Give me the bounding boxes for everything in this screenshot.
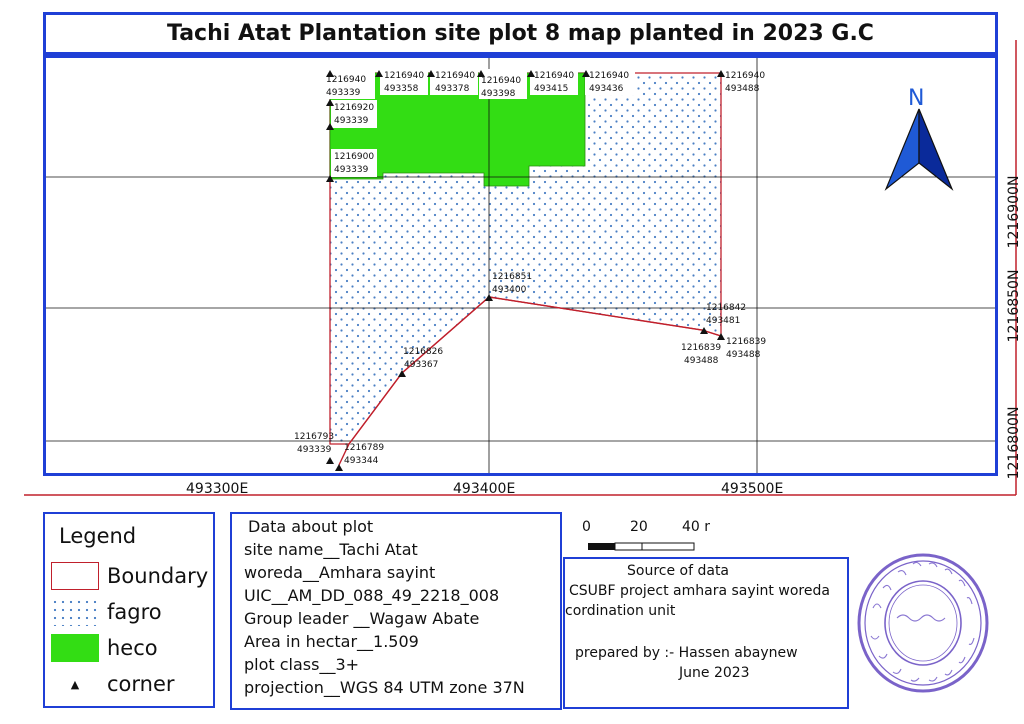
corner-label-e: 493339 [334,165,369,175]
scale-label: 20 [630,519,648,535]
legend-label: fagro [107,600,162,624]
corner-label-n: 1216940 [481,76,521,86]
legend-title: Legend [59,524,137,548]
corner-label-n: 1216940 [435,71,475,81]
corner-label-n: 1216839 [726,337,766,347]
boundary-line [338,296,490,466]
corner-label-e: 493400 [492,285,527,295]
legend-item-boundary: Boundary [51,562,208,590]
scale-bar: 0 20 40 m [580,516,718,556]
legend-label: corner [107,672,175,696]
north-arrow-icon: N [884,86,954,191]
plot-info-line: Area in hectar__1.509 [244,632,419,651]
grid-lines [46,58,995,473]
corner-label-e: 493481 [706,316,740,326]
fagro-swatch [51,598,99,626]
corner-label-n: 1216940 [589,71,629,81]
y-tick-label: 1216800N [1006,407,1022,480]
north-label: N [908,86,924,111]
heco-area [329,72,586,187]
map-frame: 1216940 493339 1216940 493358 1216940 49… [43,55,998,476]
plot-info-line: projection__WGS 84 UTM zone 37N [244,678,525,697]
source-heading: Source of data [627,563,730,579]
corner-markers [326,70,725,471]
corner-label-n: 1216851 [492,272,532,282]
corner-label-n: 1216920 [334,103,374,113]
x-tick-label: 493400E [453,481,515,497]
corner-label-e: 493488 [726,350,761,360]
x-tick-label: 493500E [721,481,783,497]
corner-label-e: 493488 [725,84,760,94]
corner-label-e: 493488 [684,356,719,366]
corner-label-n: 1216940 [534,71,574,81]
axis-layer: 493300E 493400E 493500E 1216900N 1216850… [24,40,1022,497]
corner-label-e: 493339 [334,116,369,126]
plot-info-line: UIC__AM_DD_088_49_2218_008 [244,586,500,605]
prepared-date: June 2023 [679,665,750,681]
corner-label-e: 493436 [589,84,624,94]
corner-label-e: 493398 [481,89,516,99]
corner-label-n: 1216940 [725,71,765,81]
legend-item-heco: heco [51,634,158,662]
official-stamp-icon [853,548,993,698]
plot-info-line: site name__Tachi Atat [244,540,418,559]
corner-label-e: 493415 [534,84,568,94]
corner-label-e: 493344 [344,456,379,466]
legend-label: Boundary [107,564,209,588]
y-tick-label: 1216900N [1006,176,1022,249]
source-line: CSUBF project amhara sayint woreda [569,583,830,599]
y-tick-label: 1216850N [1006,270,1022,343]
corner-label-n: 1216793 [294,432,334,442]
x-tick-label: 493300E [186,481,248,497]
corner-label-n: 1216839 [681,343,721,353]
legend-item-corner: ▲ corner [51,670,175,698]
corner-label-n: 1216940 [384,71,424,81]
scale-label: 0 [582,519,591,535]
corner-label-e: 493339 [297,445,332,455]
legend-item-fagro: fagro [51,598,162,626]
corner-label-n: 1216900 [334,152,374,162]
map-canvas: 1216940 493339 1216940 493358 1216940 49… [46,58,995,473]
map-title: Tachi Atat Plantation site plot 8 map pl… [167,21,874,46]
corner-label-boxes [325,69,635,177]
legend-label: heco [107,636,158,660]
boundary-swatch [51,562,99,590]
prepared-by: prepared by :- Hassen abaynew [575,645,798,661]
corner-label-n: 1216789 [344,443,384,453]
corner-label-e: 493358 [384,84,419,94]
corner-label-e: 493378 [435,84,470,94]
corner-label-n: 1216940 [326,75,366,85]
corner-label-n: 1216842 [706,303,746,313]
map-title-box: Tachi Atat Plantation site plot 8 map pl… [43,12,998,55]
triangle-icon: ▲ [70,677,80,691]
plot-info-line: plot class__3+ [244,655,360,674]
corner-label-n: 1216826 [403,347,443,357]
plot-info-panel: Data about plot site name__Tachi Atat wo… [230,512,562,710]
source-line: cordination unit [565,603,676,619]
plot-info-line: Group leader __Wagaw Abate [244,609,480,628]
corner-label-e: 493367 [404,360,438,370]
boundary-line-east [488,296,722,337]
legend-panel: Legend Boundary fagro heco ▲ corner [43,512,215,708]
plot-info-line: woreda__Amhara sayint [244,563,436,582]
heco-swatch [51,634,99,662]
plot-info-heading: Data about plot [248,517,374,536]
scale-label: 40 m [682,519,710,535]
corner-label-e: 493339 [326,88,361,98]
source-panel: Source of data CSUBF project amhara sayi… [563,557,849,709]
